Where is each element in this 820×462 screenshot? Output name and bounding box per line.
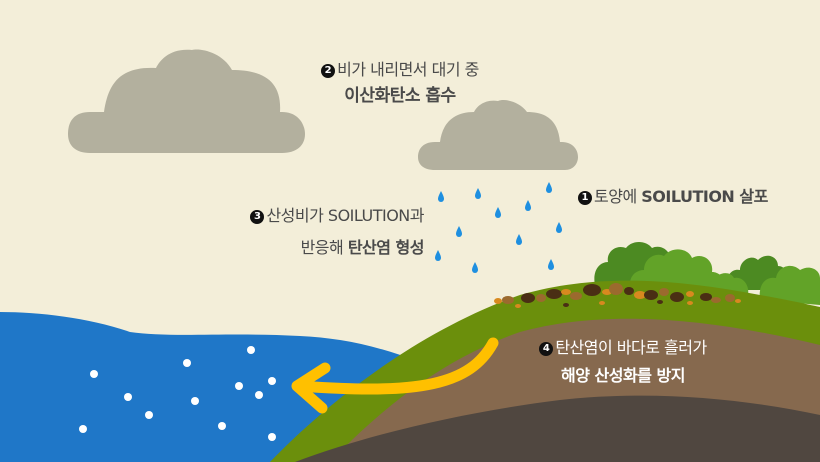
step-2-number-badge: 2 xyxy=(321,64,336,78)
raindrop-icon xyxy=(546,182,552,193)
step-3-number-badge: 3 xyxy=(250,210,265,224)
step-1-text-prefix: 토양에 xyxy=(594,187,642,206)
raindrop-icon xyxy=(495,207,501,218)
step-4-text-line2: 해양 산성화를 방지 xyxy=(561,366,685,385)
step-3-text-line2-bold: 탄산염 형성 xyxy=(347,238,425,257)
step-3-text-line2-prefix: 반응해 xyxy=(300,238,348,257)
carbonate-bubbles xyxy=(79,346,276,441)
step-1-text-bold: SOILUTION 살포 xyxy=(641,187,768,206)
raindrop-icon xyxy=(525,200,531,211)
raindrop-icon xyxy=(472,262,478,273)
flow-arrow-icon xyxy=(291,337,499,414)
step-2-text-line1: 비가 내리면서 대기 중 xyxy=(337,60,479,79)
raindrop-icon xyxy=(456,226,462,237)
step-3-text-line1: 산성비가 SOILUTION과 xyxy=(266,206,424,225)
step-4-number-badge: 4 xyxy=(539,342,554,356)
raindrops xyxy=(435,182,562,273)
raindrop-icon xyxy=(475,188,481,199)
step-4-text-line1: 탄산염이 바다로 흘러가 xyxy=(555,338,707,357)
raindrop-icon xyxy=(556,222,562,233)
large-cloud-icon xyxy=(68,49,305,153)
raindrop-icon xyxy=(435,250,441,261)
soilution-particles xyxy=(494,283,741,308)
raindrop-icon xyxy=(438,191,444,202)
step-2-text-line2: 이산화탄소 흡수 xyxy=(344,86,456,106)
step-1-number-badge: 1 xyxy=(578,191,592,205)
bush-light-icon xyxy=(759,265,820,305)
rain-cloud-icon xyxy=(418,100,578,170)
bedrock-layer xyxy=(295,395,820,462)
raindrop-icon xyxy=(516,234,522,245)
raindrop-icon xyxy=(548,259,554,270)
